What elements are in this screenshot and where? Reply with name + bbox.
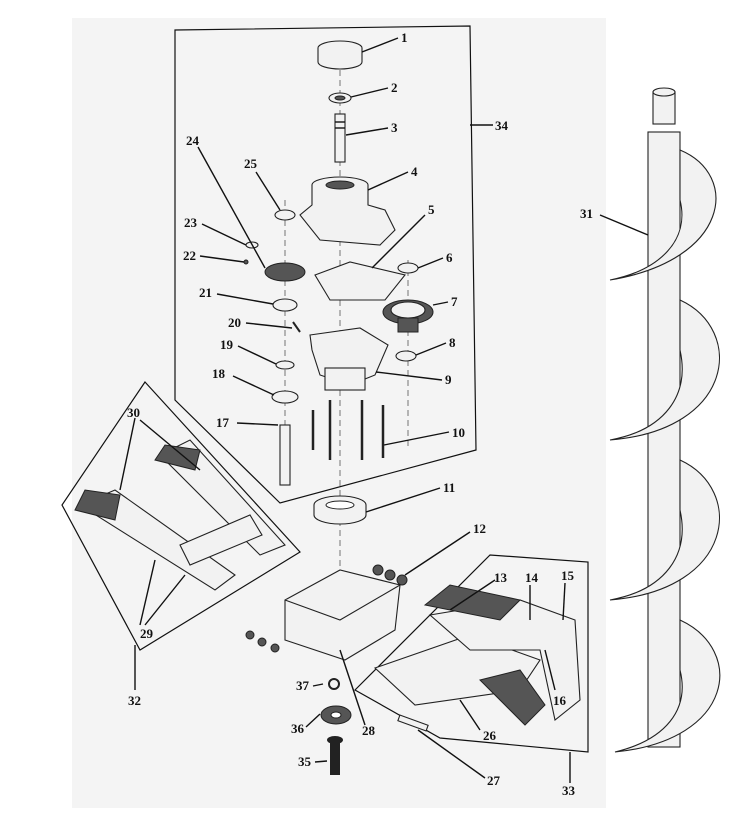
callout-21: 21 [199, 285, 212, 300]
callout-7: 7 [451, 294, 458, 309]
part-lower-housing [309, 327, 389, 391]
callout-10: 10 [452, 425, 465, 440]
part-collar-ring [317, 40, 363, 70]
part-pinion-gear-24 [264, 262, 306, 282]
callout-28: 28 [362, 723, 376, 738]
callout-30: 30 [127, 405, 140, 420]
callout-4: 4 [411, 164, 418, 179]
callout-35: 35 [298, 754, 312, 769]
part-large-gear [382, 299, 434, 333]
leader-lines [119, 37, 649, 783]
callout-1: 1 [401, 30, 408, 45]
part-pin-27 [397, 714, 429, 732]
callout-36: 36 [291, 721, 305, 736]
gearbox-assembly-frame [174, 25, 477, 504]
part-washer-37 [328, 678, 340, 690]
part-bolt-35 [327, 736, 343, 775]
part-studs [311, 400, 385, 460]
callout-25: 25 [244, 156, 258, 171]
callout-26: 26 [483, 728, 497, 743]
callout-15: 15 [561, 568, 575, 583]
callout-24: 24 [186, 133, 200, 148]
part-bearing-25 [274, 209, 296, 221]
callout-8: 8 [449, 335, 456, 350]
callout-29: 29 [140, 626, 154, 641]
part-key-22 [243, 259, 249, 265]
part-bearing-right-bottom [395, 350, 417, 362]
part-upper-housing [299, 176, 396, 246]
callout-37: 37 [296, 678, 310, 693]
callout-32: 32 [128, 693, 141, 708]
callout-33: 33 [562, 783, 576, 798]
part-washer-19 [275, 360, 295, 370]
callout-labels: 1 2 3 4 5 6 7 8 9 10 11 12 13 14 15 16 1… [127, 30, 593, 798]
part-input-shaft-17 [279, 424, 291, 486]
part-throttle-handle-33 [373, 584, 581, 726]
callout-13: 13 [494, 570, 508, 585]
part-washer-36 [320, 705, 352, 725]
callout-22: 22 [183, 248, 196, 263]
part-bearing-top [328, 92, 352, 104]
callout-14: 14 [525, 570, 539, 585]
part-bearing-right-top [397, 262, 419, 274]
callout-23: 23 [184, 215, 198, 230]
callout-18: 18 [212, 366, 226, 381]
callout-11: 11 [443, 480, 455, 495]
callout-12: 12 [473, 521, 486, 536]
part-nuts [372, 564, 408, 586]
callout-3: 3 [391, 120, 398, 135]
callout-16: 16 [553, 693, 567, 708]
callout-17: 17 [216, 415, 230, 430]
part-handle-bar-32 [74, 439, 286, 591]
callout-2: 2 [391, 80, 398, 95]
part-bearing-18 [271, 390, 299, 404]
callout-19: 19 [220, 337, 234, 352]
callout-9: 9 [445, 372, 452, 387]
part-lower-collar [313, 495, 367, 525]
callout-31: 31 [580, 206, 593, 221]
callout-27: 27 [487, 773, 501, 788]
handle-assembly-frame [61, 381, 301, 651]
part-auger-31 [609, 87, 721, 753]
part-mounting-bracket [245, 569, 401, 661]
callout-34: 34 [495, 118, 509, 133]
callout-6: 6 [446, 250, 453, 265]
part-pin-20 [292, 321, 301, 333]
part-gasket [314, 261, 406, 301]
callout-5: 5 [428, 202, 435, 217]
callout-20: 20 [228, 315, 241, 330]
part-output-shaft [334, 113, 346, 163]
part-bearing-21 [272, 298, 298, 312]
